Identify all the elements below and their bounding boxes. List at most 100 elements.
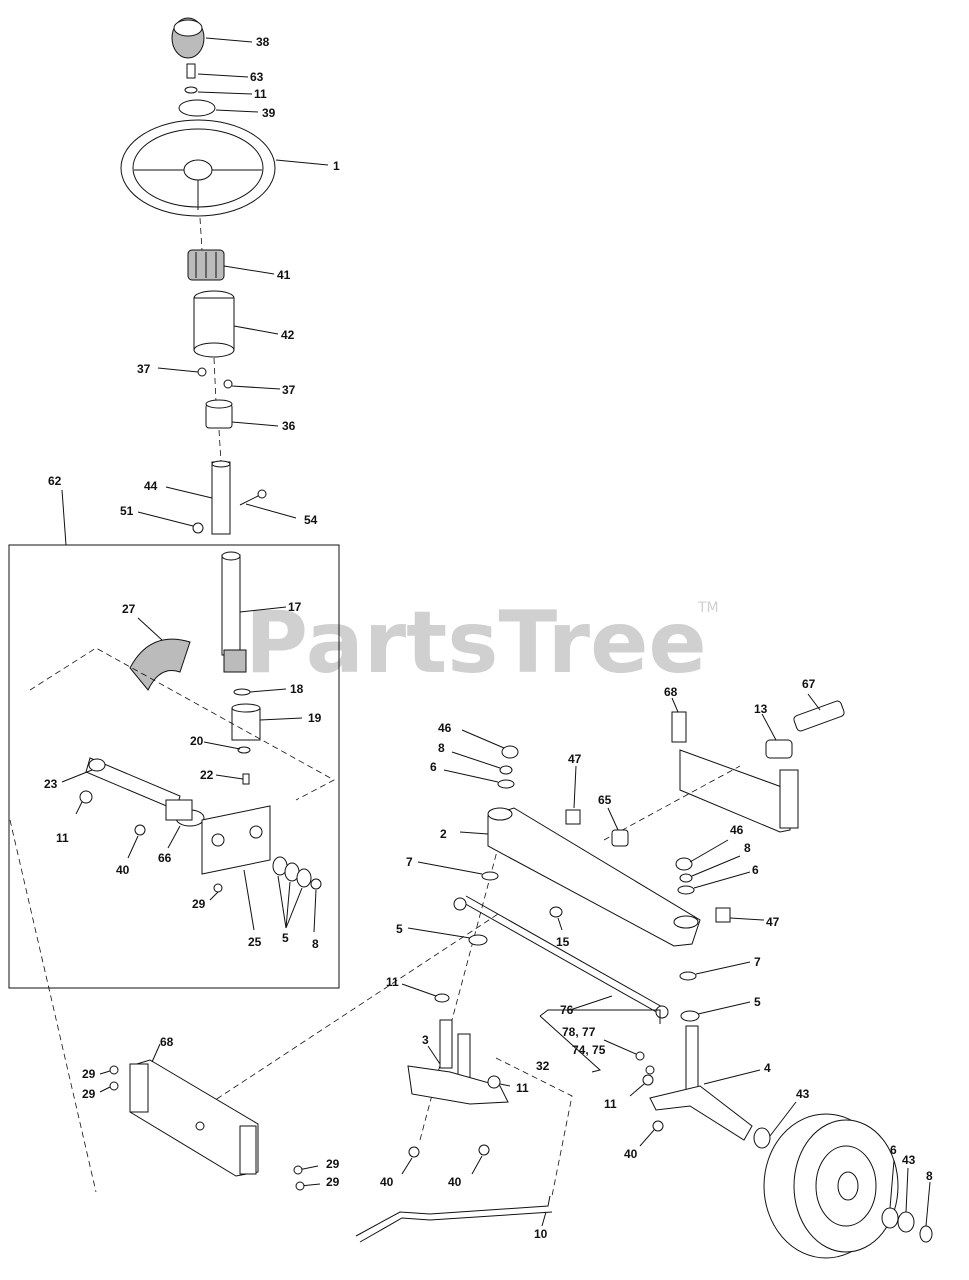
callout-78-77: 78, 77 <box>562 1025 596 1039</box>
callout-68-left: 68 <box>160 1035 174 1049</box>
callout-5-right: 5 <box>754 995 761 1009</box>
nut-40-left <box>134 824 146 836</box>
callout-22: 22 <box>200 768 214 782</box>
callout-8-left: 8 <box>438 741 445 755</box>
bushing-66-left <box>165 799 205 827</box>
callout-2: 2 <box>440 827 447 841</box>
drag-link-10 <box>355 1057 573 1243</box>
callout-40-b: 40 <box>448 1175 462 1189</box>
nut-47-right <box>715 907 731 923</box>
callout-5-box: 5 <box>282 931 289 945</box>
callout-40-left: 40 <box>116 863 130 877</box>
alignment-line-4 <box>603 765 741 841</box>
callout-29-box: 29 <box>192 897 206 911</box>
washer-18 <box>233 688 251 696</box>
callout-1: 1 <box>333 159 340 173</box>
callout-29-c: 29 <box>326 1157 340 1171</box>
bolt-29-c <box>293 1165 319 1175</box>
nut-40-a <box>408 1146 420 1158</box>
stack-46-8-6-right <box>675 857 695 895</box>
front-wheel <box>763 1113 899 1259</box>
callout-15: 15 <box>556 935 570 949</box>
washer-11-center <box>434 993 450 1003</box>
callout-65: 65 <box>598 793 612 807</box>
assembly-62-box <box>8 544 340 989</box>
bearing-43-outer <box>897 1211 915 1233</box>
bracket-68-right <box>671 711 799 833</box>
nut-40-right <box>652 1120 664 1132</box>
callout-11-right: 11 <box>604 1097 617 1111</box>
callout-19: 19 <box>308 711 322 725</box>
spindle-3 <box>407 1019 509 1105</box>
cap-39 <box>178 99 216 117</box>
bolt-54 <box>239 489 267 506</box>
bolt-29-d <box>295 1181 321 1191</box>
callout-42: 42 <box>281 328 295 342</box>
callout-76: 76 <box>560 1003 574 1017</box>
bolt-29-box <box>213 883 223 893</box>
callout-10: 10 <box>534 1227 548 1241</box>
callout-3: 3 <box>422 1033 429 1047</box>
nut-47-top <box>565 809 581 825</box>
callout-11-left: 11 <box>56 831 69 845</box>
callout-18: 18 <box>290 682 304 696</box>
tie-rod-76 <box>453 895 669 1019</box>
sector-gear-27 <box>129 638 191 691</box>
alignment-line-1 <box>9 819 97 1193</box>
callout-62: 62 <box>48 474 62 488</box>
washer-5-right <box>680 1010 700 1022</box>
bracket-32-outline <box>539 1009 661 1024</box>
steering-knob-38 <box>171 17 205 59</box>
callout-44: 44 <box>144 479 158 493</box>
callout-63: 63 <box>250 70 264 84</box>
callout-23: 23 <box>44 777 58 791</box>
nut-40-b <box>478 1144 490 1156</box>
ball-joint-78-77 <box>635 1051 655 1075</box>
callout-20: 20 <box>190 734 204 748</box>
callout-67: 67 <box>802 677 816 691</box>
washer-6-wheel <box>881 1207 899 1229</box>
washer-11-top <box>184 86 198 94</box>
callout-13: 13 <box>754 702 768 716</box>
spring-13 <box>765 739 793 759</box>
bolt-29-b <box>109 1081 119 1091</box>
callout-11-center: 11 <box>386 975 399 989</box>
axle-bracket-68-left <box>129 1059 259 1177</box>
watermark-trademark: TM <box>697 600 719 616</box>
pin-22 <box>242 773 250 785</box>
callout-43-outer: 43 <box>902 1153 916 1167</box>
callout-17: 17 <box>288 600 302 614</box>
screw-37-left <box>197 367 207 377</box>
pin-63 <box>186 63 196 79</box>
callout-46-left: 46 <box>438 721 452 735</box>
callout-68-right: 68 <box>664 685 678 699</box>
callout-29-d: 29 <box>326 1175 340 1189</box>
bracket-32-outline-2 <box>539 1015 602 1073</box>
callout-8-right: 8 <box>744 841 751 855</box>
washer-7-right <box>679 971 697 981</box>
callout-5-left: 5 <box>396 922 403 936</box>
callout-27: 27 <box>122 602 136 616</box>
adapter-41 <box>187 249 225 281</box>
spindle-4 <box>649 1025 753 1141</box>
leader-62 <box>61 489 67 546</box>
bearing-43-inner <box>753 1127 771 1149</box>
stop-65 <box>611 829 629 847</box>
callout-38: 38 <box>256 35 270 49</box>
bolt-29-a <box>109 1065 119 1075</box>
callout-41: 41 <box>277 268 291 282</box>
callout-4: 4 <box>764 1061 771 1075</box>
callout-25: 25 <box>248 935 262 949</box>
nut-51 <box>192 522 204 534</box>
nut-8-wheel <box>919 1225 933 1243</box>
callout-51: 51 <box>120 504 134 518</box>
callout-47-right: 47 <box>766 915 780 929</box>
washers-5-box <box>272 856 312 888</box>
bracket-25 <box>201 805 271 875</box>
washer-11-right <box>642 1074 654 1086</box>
callout-11: 11 <box>254 87 267 101</box>
bushing-15 <box>549 906 563 918</box>
callout-29-b: 29 <box>82 1087 96 1101</box>
callout-7-right: 7 <box>754 955 761 969</box>
